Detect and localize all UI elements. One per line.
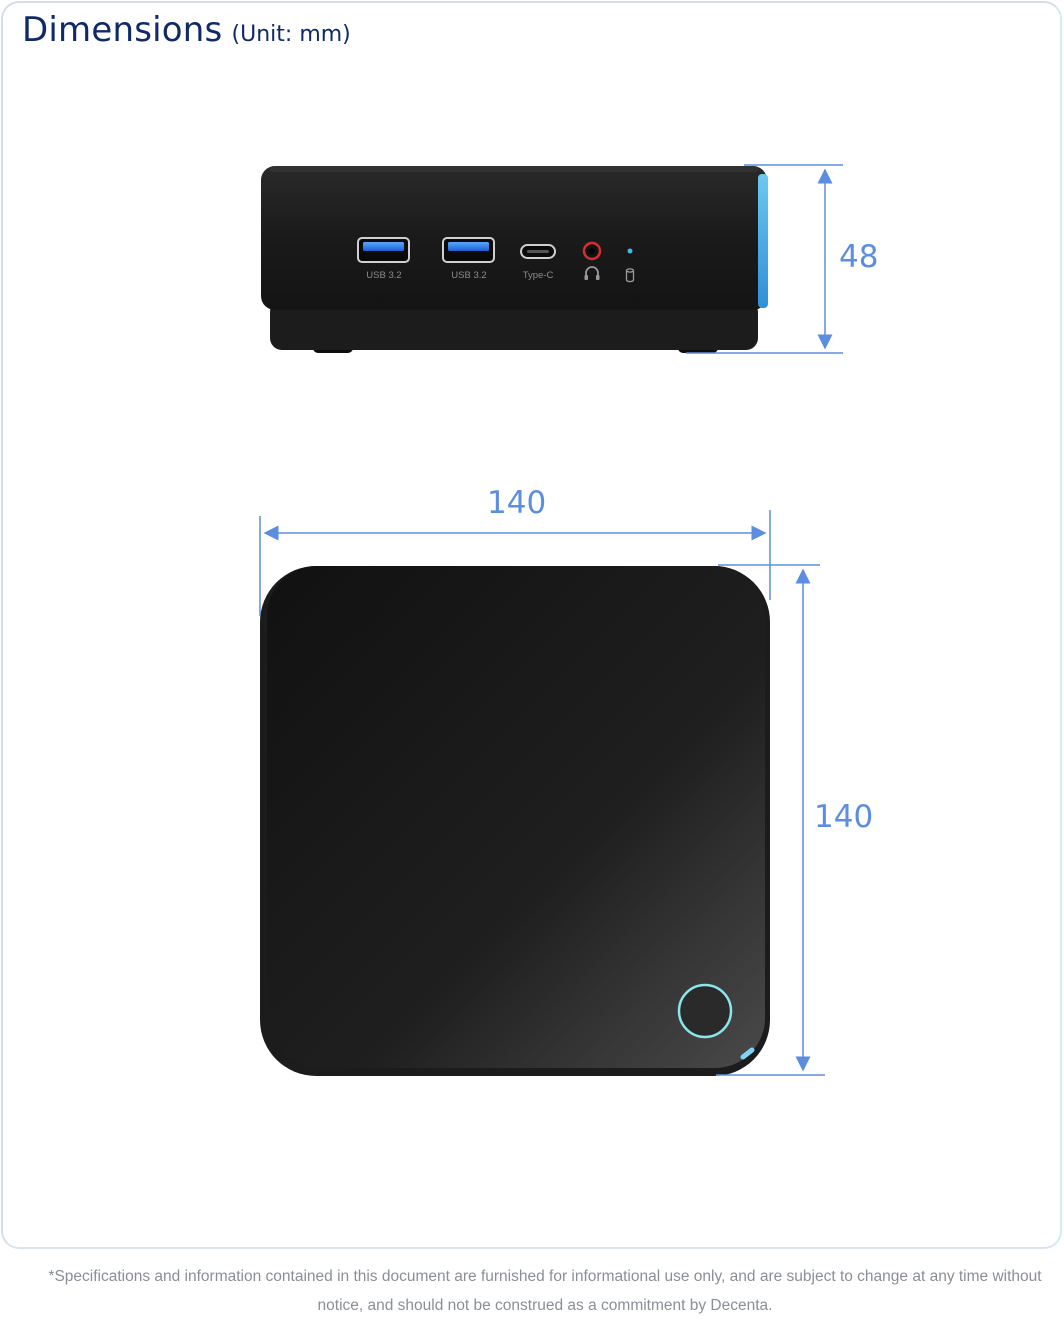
top-surface	[267, 566, 765, 1068]
top-view	[260, 566, 770, 1076]
power-button-icon	[677, 983, 733, 1039]
depth-dimension	[716, 564, 825, 1076]
front-body	[261, 166, 767, 310]
disclaimer-text: *Specifications and information containe…	[48, 1268, 1042, 1314]
front-led-strip	[758, 174, 768, 308]
width-dimension	[259, 510, 771, 616]
front-view	[261, 166, 768, 353]
usb-a-port-icon	[442, 237, 495, 263]
title-text: Dimensions	[22, 10, 223, 50]
width-label: 140	[487, 485, 547, 521]
page-title: Dimensions (Unit: mm)	[22, 10, 351, 50]
headphone-jack-icon	[582, 241, 602, 280]
depth-label: 140	[814, 799, 874, 835]
front-base	[270, 300, 758, 350]
front-top-edge	[270, 166, 758, 172]
port-label-usb-2: USB 3.2	[451, 270, 486, 281]
port-label-type-c: Type-C	[523, 270, 554, 281]
height-label: 48	[839, 239, 879, 275]
port-label-usb-1: USB 3.2	[366, 270, 401, 281]
storage-led-icon	[625, 248, 635, 283]
height-dimension	[686, 164, 843, 354]
corner-led	[740, 1047, 755, 1060]
unit-text: (Unit: mm)	[231, 22, 351, 47]
usb-a-port-icon	[357, 237, 410, 263]
usb-c-port-icon	[520, 244, 556, 259]
